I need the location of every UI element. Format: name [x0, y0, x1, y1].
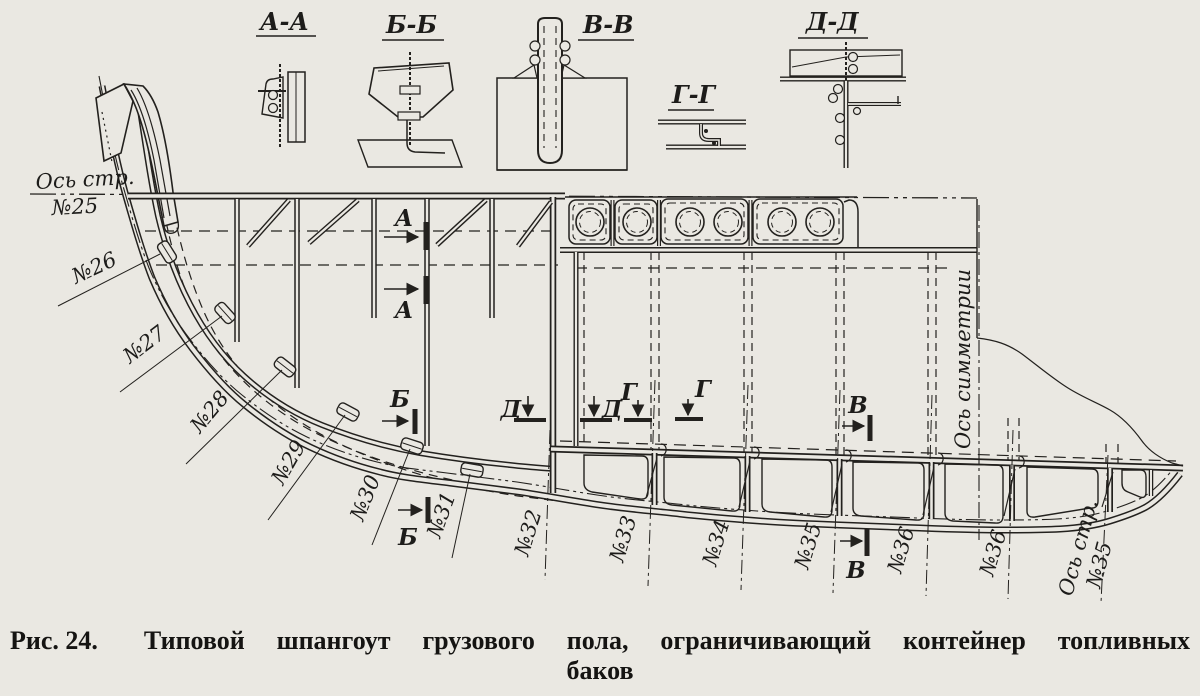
section-label-vv: В-В — [582, 10, 634, 39]
section-view-aa: А-А — [256, 7, 316, 148]
symmetry-axis — [976, 199, 1184, 540]
cut-g-left: Г — [620, 379, 639, 406]
fuselage-skin-arc — [98, 75, 1183, 534]
station-label-27: №27 — [118, 320, 171, 368]
station-label-36b: №36 — [975, 527, 1012, 580]
cut-v-top: В — [847, 392, 867, 419]
caption-text-line2: баков — [566, 656, 634, 685]
section-view-bb: Б-Б — [356, 10, 464, 168]
lower-bays — [583, 443, 1154, 524]
section-view-dd: Д-Д — [780, 7, 906, 168]
cut-marks: А А Б Б Д Д Г Г В В — [382, 205, 873, 584]
section-label-dd: Д-Д — [805, 7, 859, 36]
cut-g-right: Г — [694, 376, 713, 403]
section-view-vv: В-В — [496, 10, 634, 171]
station-label-30: №30 — [345, 472, 385, 525]
symmetry-axis-label: Ось симметрии — [951, 269, 975, 449]
lightening-holes — [575, 207, 835, 237]
break-edge — [976, 337, 1184, 467]
frame-flange-strip — [137, 109, 555, 472]
caption-text-line1: Типовой шпангоут грузового пола, огранич… — [143, 626, 1190, 655]
diagonal-braces — [246, 198, 553, 248]
station-label-33: №33 — [605, 513, 642, 566]
frame-drawing: №26 №27 №28 №29 №30 №31 №32 №33 №34 №35 … — [29, 7, 1184, 604]
cut-a-top: А — [393, 205, 414, 232]
station-leaders — [57, 253, 1109, 604]
section-label-gg: Г-Г — [671, 80, 717, 109]
frame-axis-25-line2: №25 — [50, 194, 99, 220]
caption-number: Рис. 24. — [10, 626, 98, 655]
station-label-35: №35 — [790, 520, 827, 573]
cut-b-bottom: Б — [397, 524, 418, 551]
cut-d-left: Д — [500, 396, 522, 423]
section-view-gg: Г-Г — [658, 80, 746, 150]
figure-caption: Рис. 24. Типовой шпангоут грузового пола… — [0, 626, 1200, 686]
cut-a-bottom: А — [393, 297, 414, 324]
lower-floor-beam — [550, 445, 1184, 472]
cut-v-bottom: В — [845, 557, 865, 584]
lightening-hole-shelf — [560, 198, 977, 253]
station-label-26: №26 — [67, 247, 120, 289]
frame-clips — [156, 240, 484, 478]
cut-d-right: Д — [601, 396, 623, 423]
frame-axis-25-line1: Ось стр. — [35, 165, 135, 194]
station-label-32: №32 — [510, 507, 547, 560]
cut-b-top: Б — [389, 386, 410, 413]
frame-top-cap — [95, 82, 180, 234]
upper-floor-beam — [128, 192, 857, 200]
station-label-34: №34 — [698, 517, 735, 570]
section-label-bb: Б-Б — [385, 10, 437, 39]
section-label-aa: А-А — [258, 7, 309, 36]
station-label-36: №36 — [883, 524, 920, 577]
station-label-28: №28 — [185, 386, 234, 438]
container-walls — [573, 252, 1119, 468]
